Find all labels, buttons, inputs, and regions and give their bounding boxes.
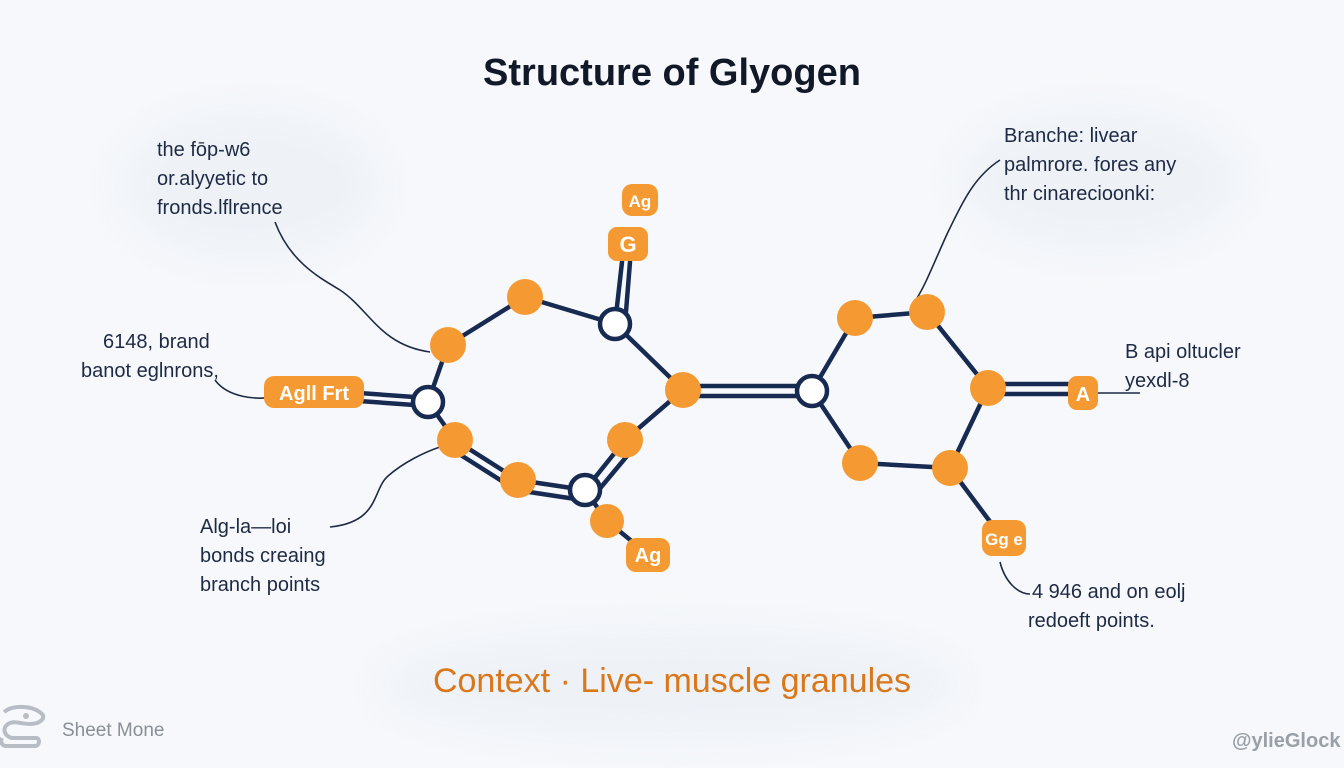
branch-junctions xyxy=(410,306,830,508)
glucose-node xyxy=(507,279,543,315)
watermark-logo-icon xyxy=(0,705,46,748)
annotation-bottom-left: Alg-la—loi bonds creaing branch points xyxy=(200,513,326,600)
branch-junction-node xyxy=(410,384,446,420)
footer-left-watermark: Sheet Mone xyxy=(62,720,165,741)
glucose-node xyxy=(437,422,473,458)
tag-top-g: G xyxy=(619,232,636,257)
annotation-line: fronds.lflrence xyxy=(157,197,283,219)
leader-line-top-left xyxy=(274,221,431,353)
annotation-line: thr cinarecioonki: xyxy=(1004,183,1156,205)
branch-junction-node xyxy=(597,306,633,342)
annotation-top-right: Branche: livear palmrore. fores any thr … xyxy=(1004,122,1176,209)
annotation-bottom-right: 4 946 and on eolj redoeft points. xyxy=(1028,578,1186,636)
tag-top-ag: Ag xyxy=(629,192,652,211)
annotation-line: branch points xyxy=(200,574,321,596)
glucose-node xyxy=(932,450,968,486)
tag-blob xyxy=(622,184,658,216)
glucose-node xyxy=(837,300,873,336)
glucose-node xyxy=(430,327,466,363)
tag-blob xyxy=(264,376,364,408)
annotation-line: 6148, brand xyxy=(103,331,210,353)
tag-blob xyxy=(608,227,648,261)
background-glow xyxy=(120,110,380,260)
page-title: Structure of Glyogen xyxy=(483,52,861,94)
background-glow xyxy=(960,110,1240,250)
tag-right-a: A xyxy=(1076,384,1090,406)
leader-line-top-right xyxy=(916,159,1001,299)
glucose-node xyxy=(500,462,536,498)
leader-line-bottom-right xyxy=(999,561,1031,595)
annotation-top-left: the fōp-w6 or.alyyetic to fronds.lflrenc… xyxy=(157,136,283,223)
annotation-mid-left: 6148, brand banot eglnrons, xyxy=(81,328,219,386)
glucose-node xyxy=(665,372,701,408)
annotation-line: Branche: livear xyxy=(1004,125,1138,147)
annotation-line: Alg-la—loi xyxy=(200,516,292,538)
annotation-line: 4 946 and on eolj xyxy=(1032,581,1186,603)
context-caption: Context · Live- muscle granules xyxy=(432,662,912,700)
background-glow xyxy=(380,630,960,740)
annotation-line: redoeft points. xyxy=(1028,610,1155,632)
annotation-mid-right: B api oltucler yexdl-8 xyxy=(1125,338,1241,396)
glucose-node xyxy=(909,294,945,330)
annotation-line: banot eglnrons, xyxy=(81,360,219,382)
nodes xyxy=(430,279,1006,538)
glucose-node xyxy=(842,445,878,481)
tag-bottom-right: Gg e xyxy=(985,530,1023,549)
tag-blob xyxy=(626,538,670,572)
leader-line-bottom-left xyxy=(329,446,441,528)
tag-blob xyxy=(982,520,1026,556)
branch-junction-node xyxy=(794,373,830,409)
branch-junction-node xyxy=(567,472,603,508)
tag-texts: Ag G Agll Frt Ag A Gg e xyxy=(279,192,1090,567)
annotation-line: yexdl-8 xyxy=(1125,370,1190,392)
leader-line-mid-left xyxy=(214,379,273,399)
footer-right-watermark: @ylieGlock xyxy=(1232,730,1341,752)
glucose-node xyxy=(970,370,1006,406)
glucose-node xyxy=(590,504,624,538)
bonds xyxy=(342,259,1071,555)
annotation-line: bonds creaing xyxy=(200,545,326,567)
glucose-node xyxy=(607,422,643,458)
annotation-line: palmrore. fores any xyxy=(1004,154,1177,176)
tag-blob xyxy=(1068,376,1098,410)
tag-blobs xyxy=(264,184,1098,572)
tag-left: Agll Frt xyxy=(279,383,349,405)
annotation-line: B api oltucler xyxy=(1125,341,1241,363)
annotation-line: or.alyyetic to xyxy=(157,168,269,190)
tag-bottom-ag: Ag xyxy=(635,545,662,567)
annotation-line: the fōp-w6 xyxy=(157,139,251,161)
